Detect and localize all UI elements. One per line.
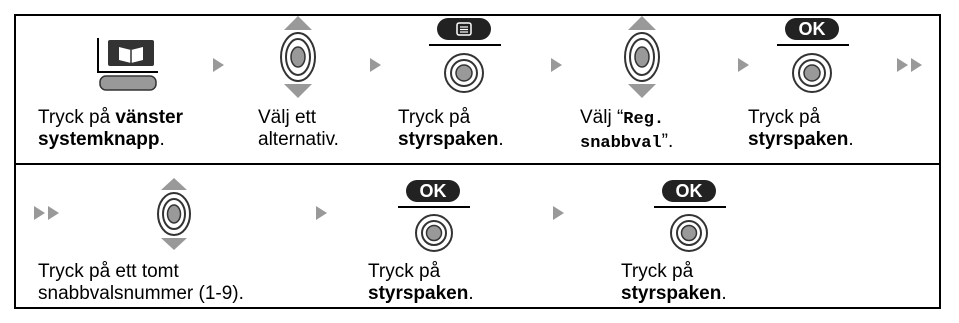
joystick-press-icon bbox=[670, 214, 708, 252]
left-softkey-icon bbox=[97, 38, 158, 91]
ok-button-icon: OK bbox=[406, 180, 460, 202]
joystick-updown-icon bbox=[157, 178, 191, 250]
row-divider bbox=[14, 163, 941, 165]
arrow-right-icon bbox=[738, 58, 749, 72]
ok-button-icon: OK bbox=[662, 180, 716, 202]
joystick-updown-icon bbox=[624, 16, 660, 98]
separator-line bbox=[429, 44, 501, 46]
step1-caption: Tryck på vänster systemknapp. bbox=[38, 107, 184, 150]
joystick-updown-icon bbox=[280, 16, 316, 98]
arrow-right-icon bbox=[213, 58, 224, 72]
separator-line bbox=[654, 206, 726, 208]
continue-arrow-icon bbox=[897, 58, 908, 72]
joystick-press-icon bbox=[792, 53, 832, 93]
separator-line bbox=[398, 206, 470, 208]
arrow-right-icon bbox=[551, 58, 562, 72]
menu-button-icon bbox=[437, 18, 491, 40]
joystick-press-icon bbox=[415, 214, 453, 252]
instruction-frame bbox=[14, 14, 941, 309]
continue-arrow-icon bbox=[911, 58, 922, 72]
arrow-right-icon bbox=[316, 206, 327, 220]
arrow-right-icon bbox=[553, 206, 564, 220]
continue-arrow-icon bbox=[48, 206, 59, 220]
step4-caption: Välj “Reg. snabbval”. bbox=[580, 107, 674, 153]
ok-button-icon: OK bbox=[785, 18, 839, 40]
arrow-right-icon bbox=[370, 58, 381, 72]
continue-arrow-icon bbox=[34, 206, 45, 220]
joystick-press-icon bbox=[444, 53, 484, 93]
separator-line bbox=[777, 44, 849, 46]
